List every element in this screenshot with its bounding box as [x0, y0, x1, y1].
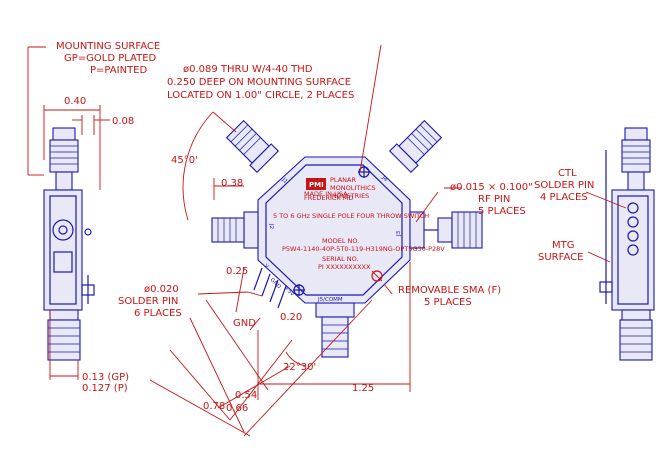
sma-line-1: REMOVABLE SMA (F) [398, 285, 501, 296]
right-side-view [599, 127, 655, 361]
pmi-logo-text: PMI [309, 181, 324, 189]
octagon-body [211, 119, 483, 358]
dim-0-54: 0.54 [235, 390, 257, 401]
made-in-line-2: FREDERICK MD [304, 194, 353, 202]
mtg-surface-line-1: MTG [552, 240, 575, 251]
ctl-pin-line-1: CTL [558, 168, 577, 179]
mounting-surface-line-3: P=PAINTED [90, 65, 147, 76]
thread-note-line-3: LOCATED ON 1.00" CIRCLE, 2 PLACES [167, 90, 354, 101]
dim-0-25: 0.25 [226, 266, 248, 277]
rf-pin-line-3: 5 PLACES [478, 206, 526, 217]
dim-angle-22: 22°30' [283, 362, 316, 373]
dim-0-08: 0.08 [112, 116, 134, 127]
center-dimensions [149, 44, 462, 437]
solder-pin-line-1: ø0.020 [144, 284, 179, 295]
thread-note-line-2: 0.250 DEEP ON MOUNTING SURFACE [167, 77, 351, 88]
left-dimensions [27, 46, 110, 380]
rf-pin-line-1: ø0.015 × 0.100" [450, 182, 533, 193]
company-line-3: INDUSTRIES [330, 192, 369, 200]
dim-0-38: 0.38 [221, 178, 243, 189]
serial-title: SERIAL NO. [322, 255, 359, 263]
sma-line-2: 5 PLACES [424, 297, 472, 308]
company-line-1: PLANAR [330, 176, 356, 184]
model-number: P5W4-1140-40P-5T0-119-H319NG-OPT5G30-P28… [282, 245, 445, 253]
pmi-logo [306, 178, 326, 190]
mounting-surface-line-2: GP=GOLD PLATED [64, 53, 157, 64]
ctl-pin-line-2: SOLDER PIN [534, 180, 594, 191]
dim-0-66: 0.66 [226, 403, 248, 414]
dim-0-78: 0.78 [203, 401, 225, 412]
switch-description: 5 TO 6 GHz SINGLE POLE FOUR THROW SWITCH [273, 212, 429, 220]
port-j3-label: J3 [396, 230, 402, 237]
company-line-2: MONOLITHICS [330, 184, 376, 192]
port-j2-label: J2 [268, 223, 274, 229]
dim-1-25: 1.25 [352, 383, 374, 394]
port-j1-label: J1 [280, 176, 289, 185]
thread-note-line-1: ø0.089 THRU W/4-40 THD [183, 64, 313, 75]
port-j5-label: J5/COMM [317, 297, 343, 303]
ctl-pin-line-3: 4 PLACES [540, 192, 588, 203]
v-pin-label: V [263, 263, 270, 270]
rf-pin-line-2: RF PIN [478, 194, 510, 205]
right-dimensions [585, 191, 627, 263]
gnd-dim-label: GND [233, 318, 256, 329]
solder-pin-line-3: 6 PLACES [134, 308, 182, 319]
dim-0-20: 0.20 [280, 312, 302, 323]
made-in-line-1: MADE IN USA [304, 190, 348, 198]
dim-0-127-p: 0.127 (P) [82, 383, 128, 394]
dim-angle-45: 45°0' [171, 155, 198, 166]
left-side-view [43, 127, 95, 361]
dim-0-13-gp: 0.13 (GP) [82, 372, 129, 383]
port-j4-label: J4 [380, 174, 389, 183]
dim-0-40: 0.40 [64, 96, 86, 107]
serial-number: PI XXXXXXXXXX [318, 263, 371, 271]
mtg-surface-line-2: SURFACE [538, 252, 583, 263]
solder-pin-line-2: SOLDER PIN [118, 296, 178, 307]
mounting-surface-line-1: MOUNTING SURFACE [56, 41, 160, 52]
model-title: MODEL NO. [322, 237, 359, 245]
